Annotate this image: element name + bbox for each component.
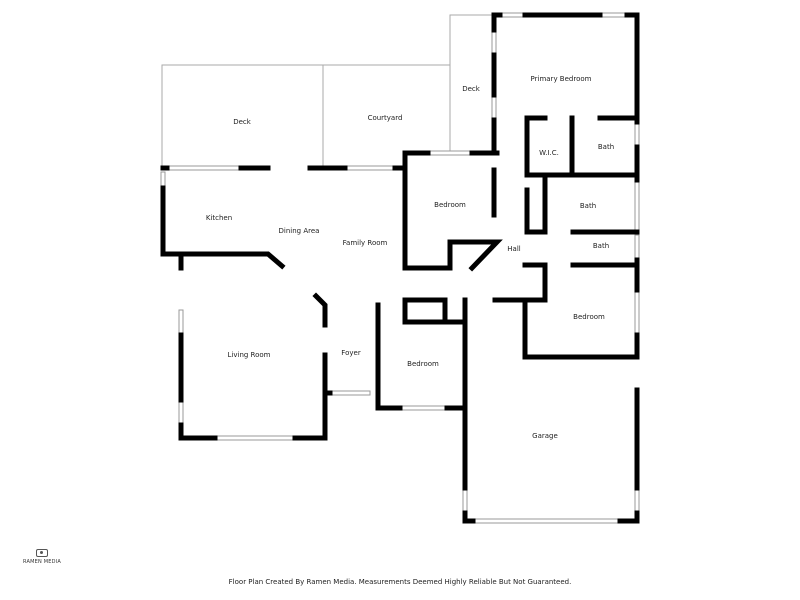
camera-icon: [36, 549, 48, 557]
room-label-courtyard: Courtyard: [367, 114, 403, 122]
room-label-deck: Deck: [462, 85, 480, 93]
room-label-dining-area: Dining Area: [278, 227, 320, 235]
room-label-bedroom: Bedroom: [573, 313, 605, 321]
room-label-bath: Bath: [592, 242, 610, 250]
room-label-family-room: Family Room: [342, 239, 388, 247]
room-label-kitchen: Kitchen: [205, 214, 233, 222]
walls: [160, 12, 640, 524]
room-label-deck: Deck: [233, 118, 251, 126]
room-label-primary-bedroom: Primary Bedroom: [530, 75, 592, 83]
room-label-bedroom: Bedroom: [407, 360, 439, 368]
room-label-hall: Hall: [507, 245, 521, 253]
room-label-bath: Bath: [597, 143, 615, 151]
ramen-media-logo: RAMEN MEDIA: [20, 549, 64, 565]
outdoor-outlines: [161, 14, 495, 168]
room-label-foyer: Foyer: [341, 349, 361, 357]
room-label-garage: Garage: [532, 432, 558, 440]
logo-text: RAMEN MEDIA: [23, 559, 61, 565]
room-label-living-room: Living Room: [227, 351, 271, 359]
room-label-bedroom: Bedroom: [434, 201, 466, 209]
room-label-bath: Bath: [579, 202, 597, 210]
room-label-wic: W.I.C.: [539, 149, 559, 157]
windows: [160, 12, 640, 524]
footer-disclaimer: Floor Plan Created By Ramen Media. Measu…: [228, 578, 572, 586]
